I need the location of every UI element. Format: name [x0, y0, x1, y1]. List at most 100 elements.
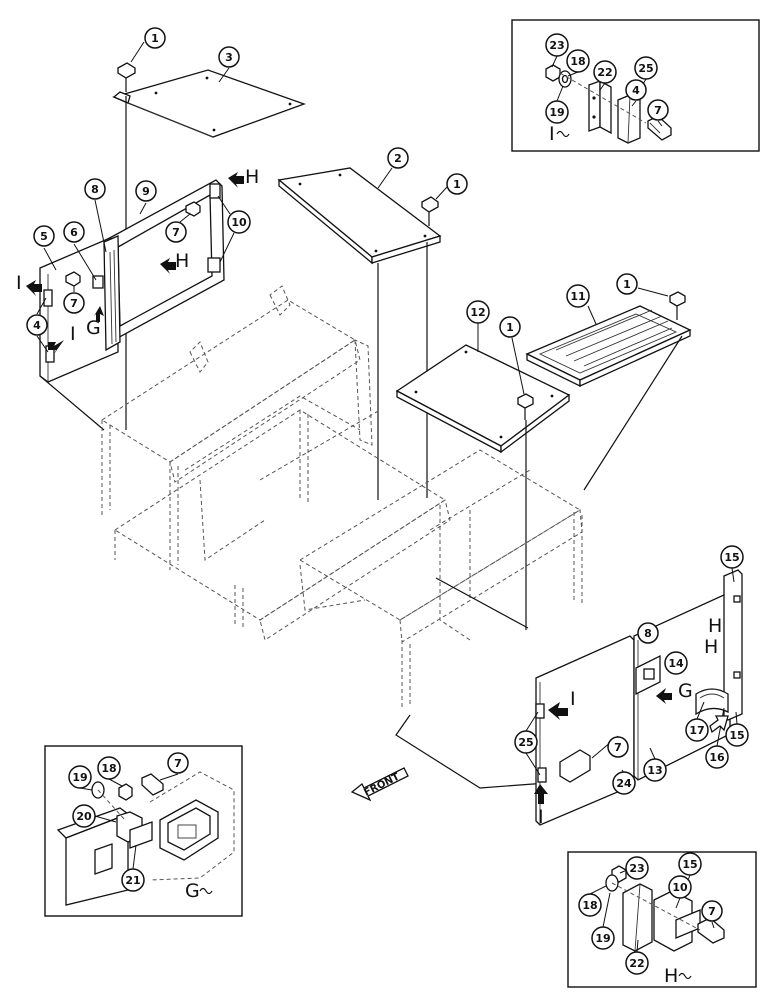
- callout-number: 22: [597, 66, 612, 79]
- callout-number: 13: [647, 764, 662, 777]
- callout-c19b: 19: [68, 765, 92, 789]
- callout-number: 7: [614, 741, 622, 754]
- callout-circle: [446, 173, 468, 195]
- callout-c25b: 25: [514, 730, 538, 754]
- view-letter-l-i1: I: [16, 272, 22, 294]
- callout-number: 19: [72, 771, 87, 784]
- callout-number: 21: [125, 874, 140, 887]
- callout-circle: [634, 56, 658, 80]
- callout-circle: [545, 100, 569, 124]
- callout-number: 1: [151, 32, 159, 45]
- callout-c8a: 8: [84, 178, 106, 200]
- view-letter-l-i3: I: [570, 688, 576, 710]
- callout-circle: [566, 284, 590, 308]
- callout-c2: 2: [387, 147, 409, 169]
- inset-label-inset-h: H: [664, 965, 692, 987]
- callout-circle: [701, 900, 723, 922]
- inset-letter: H: [664, 965, 678, 987]
- callout-circle: [466, 300, 490, 324]
- callout-c4b: 4: [625, 79, 647, 101]
- callout-number: 7: [70, 297, 78, 310]
- inset-box-h: [567, 851, 757, 988]
- callout-c10b: 10: [668, 875, 692, 899]
- hinges-25: [525, 703, 547, 783]
- callout-circle: [607, 736, 629, 758]
- front-label: FRONT: [362, 771, 401, 798]
- callout-circle: [668, 875, 692, 899]
- callout-number: 8: [644, 627, 652, 640]
- callout-circle: [593, 60, 617, 84]
- callout-circle: [616, 273, 638, 295]
- callout-c7a: 7: [165, 221, 187, 243]
- callout-c9: 9: [135, 180, 157, 202]
- callout-c22a: 22: [593, 60, 617, 84]
- side-door-15: [723, 567, 743, 725]
- callout-c13: 13: [643, 758, 667, 782]
- callout-circle: [578, 893, 602, 917]
- callout-number: 11: [570, 290, 585, 303]
- callout-c11: 11: [566, 284, 590, 308]
- callout-circle: [26, 314, 48, 336]
- callout-number: 18: [582, 899, 597, 912]
- callout-c20: 20: [72, 804, 96, 828]
- inset-box-i: [511, 19, 760, 152]
- callout-c6: 6: [63, 221, 85, 243]
- callout-circle: [612, 771, 636, 795]
- hinges-4-left: [36, 289, 55, 363]
- tilde-mark: [678, 972, 692, 980]
- callout-circle: [545, 33, 569, 57]
- callout-number: 20: [76, 810, 92, 823]
- callout-circle: [227, 210, 251, 234]
- view-letter-l-h4: H: [704, 636, 718, 658]
- callout-number: 19: [595, 932, 610, 945]
- inset-letter: G: [185, 880, 200, 902]
- callout-number: 18: [101, 762, 116, 775]
- callout-number: 23: [629, 862, 644, 875]
- bolt-1-right: [583, 287, 686, 491]
- callout-circle: [643, 758, 667, 782]
- callout-number: 22: [629, 957, 644, 970]
- callout-c8b: 8: [637, 622, 659, 644]
- side-frame-9: [105, 179, 225, 342]
- callout-circle: [72, 804, 96, 828]
- grating-11: [525, 305, 692, 388]
- side-door-24: [535, 635, 635, 826]
- callout-number: 14: [668, 657, 684, 670]
- callout-number: 16: [709, 751, 725, 764]
- callout-c16: 16: [705, 745, 729, 769]
- callout-c3: 3: [218, 46, 240, 68]
- callout-number: 1: [453, 178, 461, 191]
- callout-number: 15: [682, 858, 697, 871]
- view-letter-l-h2: H: [175, 250, 189, 272]
- callout-c23b: 23: [625, 856, 649, 880]
- cover-plate-3: [112, 67, 306, 138]
- hinges-10-left: [207, 183, 235, 273]
- view-letter-l-h1: H: [245, 166, 259, 188]
- view-letter-l-i4: I: [538, 806, 544, 828]
- callout-circle: [705, 745, 729, 769]
- callout-c7e: 7: [167, 752, 189, 774]
- callout-circle: [121, 868, 145, 892]
- callout-c17: 17: [685, 718, 709, 742]
- callout-c15a: 15: [720, 545, 744, 569]
- callout-number: 15: [729, 729, 744, 742]
- callout-number: 4: [33, 319, 41, 332]
- callout-number: 10: [231, 216, 247, 229]
- callout-c1b: 1: [446, 173, 468, 195]
- callout-c18a: 18: [566, 49, 590, 73]
- callout-circle: [647, 99, 669, 121]
- callout-number: 15: [724, 551, 739, 564]
- callout-circle: [625, 856, 649, 880]
- inset-letter: I: [549, 123, 555, 145]
- callout-circle: [63, 221, 85, 243]
- callout-c12: 12: [466, 300, 490, 324]
- bolt-1-plate12: [511, 337, 534, 630]
- callout-number: 18: [570, 55, 585, 68]
- callout-number: 9: [142, 185, 150, 198]
- view-letter-l-g1: G: [86, 317, 101, 339]
- callout-c21: 21: [121, 868, 145, 892]
- machine-frame: [101, 285, 583, 710]
- callout-circle: [566, 49, 590, 73]
